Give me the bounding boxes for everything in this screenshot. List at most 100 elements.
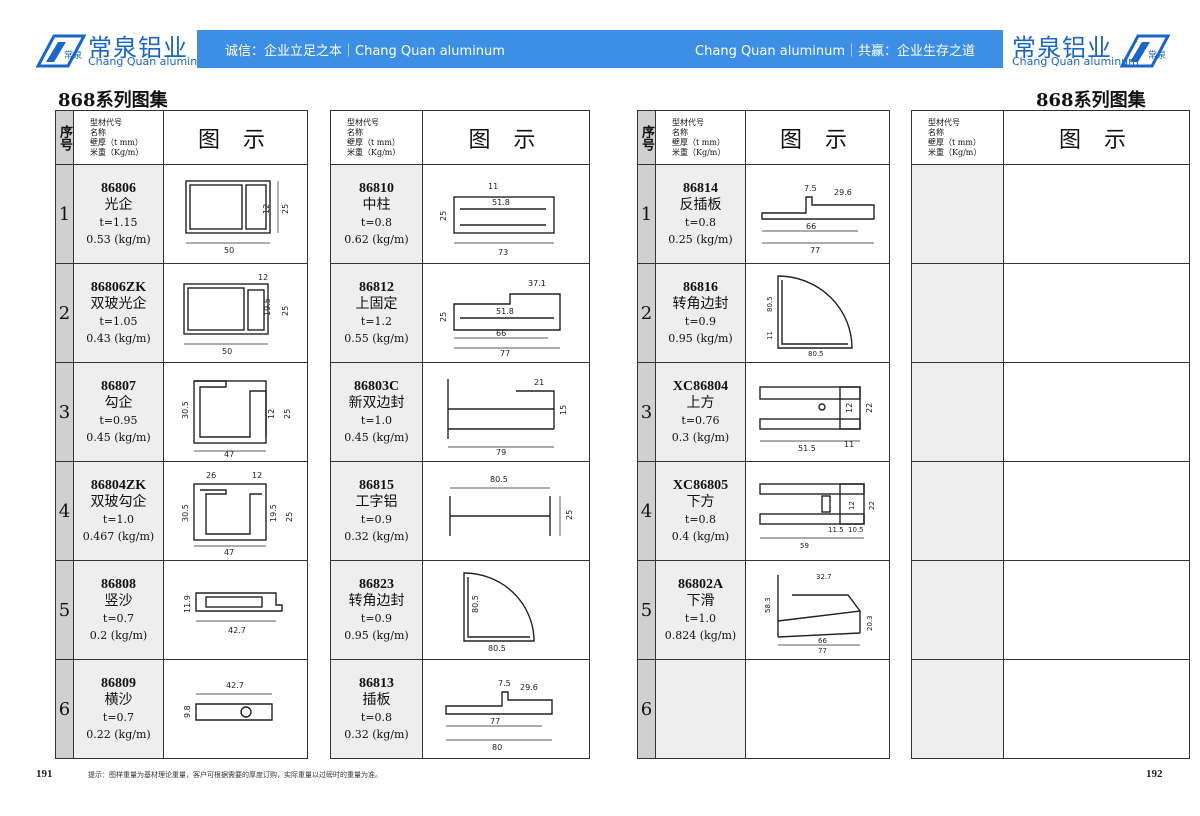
meta-header: 型材代号名称 壁厚（t mm）米重（Kg/m） bbox=[655, 110, 746, 165]
svg-text:30.5: 30.5 bbox=[181, 401, 190, 419]
profile-code: 86806 bbox=[101, 181, 136, 196]
svg-text:19.5: 19.5 bbox=[269, 504, 278, 522]
row-number: 1 bbox=[637, 164, 656, 264]
table-header-row: 型材代号名称 壁厚（t mm）米重（Kg/m） 图 示 bbox=[330, 110, 590, 165]
svg-text:80.5: 80.5 bbox=[808, 350, 824, 358]
unit-weight: 0.53 (kg/m) bbox=[86, 233, 151, 246]
meta-header: 型材代号名称 壁厚（t mm）米重（Kg/m） bbox=[330, 110, 423, 165]
svg-text:25: 25 bbox=[565, 510, 574, 520]
profile-drawing: 80.5 25 bbox=[422, 461, 590, 561]
svg-text:80.5: 80.5 bbox=[471, 595, 480, 613]
brand-name-cn: 常泉铝业 bbox=[1012, 34, 1112, 62]
table-header-row: 序号 型材代号名称 壁厚（t mm）米重（Kg/m） 图 示 bbox=[637, 110, 890, 165]
profile-code: 86823 bbox=[359, 577, 394, 592]
svg-text:25: 25 bbox=[283, 409, 292, 419]
profile-code: 86803C bbox=[353, 379, 400, 394]
svg-text:19.5: 19.5 bbox=[263, 298, 272, 316]
svg-text:47: 47 bbox=[224, 450, 234, 457]
table-row bbox=[911, 362, 1190, 462]
table-row bbox=[911, 659, 1190, 759]
profile-name: 工字铝 bbox=[355, 494, 398, 510]
unit-weight: 0.3 (kg/m) bbox=[671, 431, 730, 444]
wall-thickness: t=0.8 bbox=[684, 216, 717, 229]
profile-drawing: 26 12 30.5 19.5 25 47 bbox=[163, 461, 308, 561]
profile-name: 横沙 bbox=[104, 692, 133, 708]
profile-drawing: 12 50 19.5 25 bbox=[163, 263, 308, 363]
svg-text:80.5: 80.5 bbox=[490, 475, 508, 484]
slogan-right: Chang Quan aluminum｜共赢：企业生存之道 bbox=[695, 44, 975, 59]
profile-name: 转角边封 bbox=[348, 593, 405, 609]
table-header-row: 序号 型材代号名称 壁厚（t mm）米重（Kg/m） 图 示 bbox=[55, 110, 308, 165]
logo-mark-icon: 常泉 bbox=[1120, 34, 1170, 68]
row-number: 1 bbox=[55, 164, 74, 264]
svg-text:12: 12 bbox=[252, 471, 262, 480]
unit-weight: 0.95 (kg/m) bbox=[668, 332, 733, 345]
seq-header: 序号 bbox=[55, 110, 74, 165]
profile-code: 86810 bbox=[359, 181, 394, 196]
svg-text:12: 12 bbox=[262, 204, 271, 214]
svg-text:51.5: 51.5 bbox=[798, 444, 816, 453]
svg-text:50: 50 bbox=[222, 347, 232, 356]
profile-code: 86813 bbox=[359, 676, 394, 691]
wall-thickness: t=1.0 bbox=[360, 414, 393, 427]
svg-text:12: 12 bbox=[845, 403, 854, 413]
profile-code: 86807 bbox=[101, 379, 136, 394]
unit-weight: 0.62 (kg/m) bbox=[344, 233, 409, 246]
svg-text:7.5: 7.5 bbox=[498, 679, 511, 688]
profile-name: 双玻光企 bbox=[90, 296, 147, 312]
profile-drawing: 7.5 29.6 66 77 bbox=[745, 164, 890, 264]
row-number: 5 bbox=[637, 560, 656, 660]
wall-thickness: t=0.8 bbox=[360, 216, 393, 229]
unit-weight: 0.43 (kg/m) bbox=[86, 332, 151, 345]
profile-table-4: 型材代号名称 壁厚（t mm）米重（Kg/m） 图 示 bbox=[911, 110, 1190, 759]
row-number: 5 bbox=[55, 560, 74, 660]
svg-text:30.5: 30.5 bbox=[181, 504, 190, 522]
profile-drawing: 11.9 42.7 bbox=[163, 560, 308, 660]
svg-text:58.3: 58.3 bbox=[764, 597, 772, 613]
svg-text:47: 47 bbox=[224, 548, 234, 556]
unit-weight: 0.95 (kg/m) bbox=[344, 629, 409, 642]
svg-text:29.6: 29.6 bbox=[834, 188, 852, 197]
svg-text:77: 77 bbox=[500, 349, 510, 358]
page-title-left: 868系列图集 bbox=[58, 90, 168, 111]
brand-name-en: Chang Quan aluminum bbox=[1012, 55, 1139, 68]
wall-thickness: t=1.15 bbox=[99, 216, 138, 229]
meta-header: 型材代号名称 壁厚（t mm）米重（Kg/m） bbox=[911, 110, 1004, 165]
svg-text:11: 11 bbox=[488, 182, 498, 191]
profile-drawing: 42.7 9.8 bbox=[163, 659, 308, 759]
unit-weight: 0.467 (kg/m) bbox=[82, 530, 155, 543]
profile-code: 86814 bbox=[683, 181, 718, 196]
svg-text:80: 80 bbox=[492, 743, 502, 752]
profile-code: 86815 bbox=[359, 478, 394, 493]
svg-text:73: 73 bbox=[498, 248, 508, 257]
svg-text:59: 59 bbox=[800, 542, 809, 550]
unit-weight: 0.55 (kg/m) bbox=[344, 332, 409, 345]
svg-text:22: 22 bbox=[865, 403, 874, 413]
profile-name: 勾企 bbox=[104, 395, 133, 411]
figure-header: 图 示 bbox=[163, 110, 308, 165]
profile-code: 86802A bbox=[677, 577, 724, 592]
row-number: 4 bbox=[55, 461, 74, 561]
unit-weight: 0.25 (kg/m) bbox=[668, 233, 733, 246]
profile-code: XC86804 bbox=[672, 379, 729, 394]
profile-name: 光企 bbox=[104, 197, 133, 213]
wall-thickness: t=0.9 bbox=[684, 315, 717, 328]
wall-thickness: t=0.7 bbox=[102, 711, 135, 724]
svg-text:12: 12 bbox=[848, 501, 856, 510]
profile-drawing: 37.1 25 51.8 66 77 bbox=[422, 263, 590, 363]
